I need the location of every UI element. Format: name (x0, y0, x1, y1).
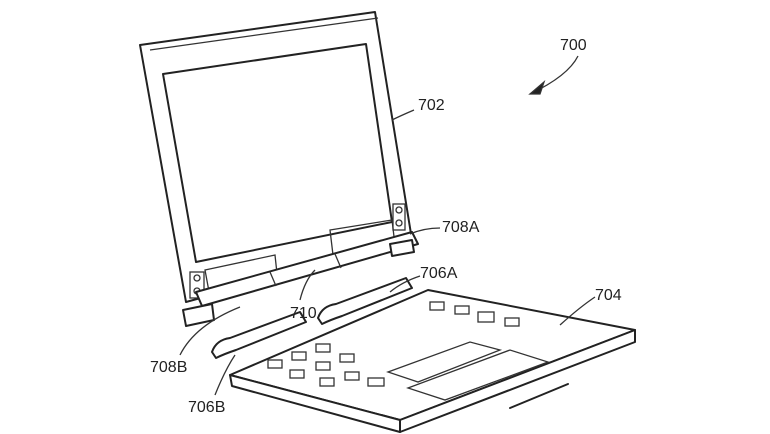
label-708a: 708A (442, 219, 480, 236)
label-704: 704 (595, 287, 622, 304)
label-706a: 706A (420, 265, 458, 282)
label-708b: 708B (150, 359, 187, 376)
label-700: 700 (560, 37, 587, 54)
reference-labels: 700 702 708A 706A 704 710 708B 706B (150, 37, 622, 416)
label-702: 702 (418, 97, 445, 114)
receiver-706b (211, 311, 307, 359)
leader-lines (179, 55, 596, 396)
hinge-bar (182, 231, 419, 327)
receiver-706a (317, 277, 413, 325)
display-panel (139, 11, 413, 303)
label-710: 710 (290, 305, 317, 322)
base-unit (229, 289, 636, 433)
label-706b: 706B (188, 399, 225, 416)
